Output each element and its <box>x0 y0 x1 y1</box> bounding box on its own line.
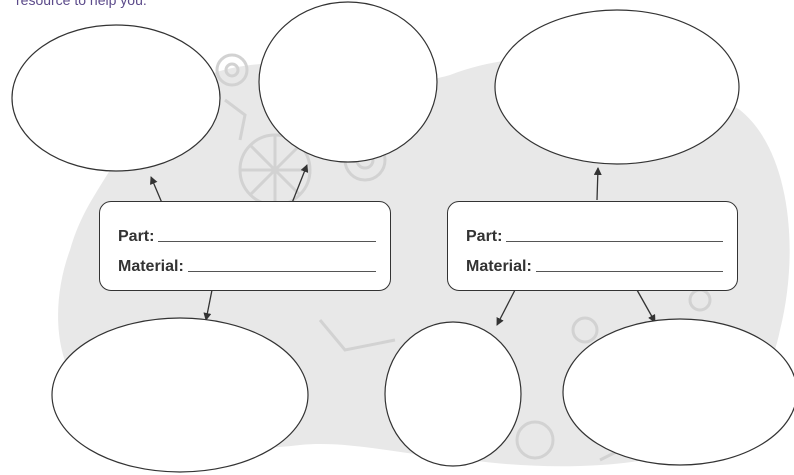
arrow-card2-to-bottom-middle <box>496 289 516 326</box>
instruction-text: resource to help you. <box>16 0 147 8</box>
answer-bubble-top-right[interactable] <box>494 9 740 165</box>
part-label: Part: <box>466 228 503 245</box>
part-card-left: Part: Material: <box>99 201 391 291</box>
answer-bubble-bottom-right[interactable] <box>562 318 794 466</box>
arrow-card2-to-bottom-right <box>636 289 656 323</box>
material-answer-line[interactable] <box>187 271 376 272</box>
part-row: Part: <box>466 216 723 246</box>
material-answer-line[interactable] <box>535 271 723 272</box>
arrow-card1-to-top-left <box>150 176 163 204</box>
material-label: Material: <box>118 258 184 275</box>
material-label: Material: <box>466 258 532 275</box>
material-row: Material: <box>118 246 376 276</box>
answer-bubble-bottom-left[interactable] <box>51 317 309 473</box>
material-row: Material: <box>466 246 723 276</box>
arrow-card1-to-bottom-left <box>203 289 213 321</box>
answer-bubble-top-left[interactable] <box>11 24 221 172</box>
part-card-right: Part: Material: <box>447 201 738 291</box>
answer-bubble-top-middle[interactable] <box>258 1 438 163</box>
part-label: Part: <box>118 228 155 245</box>
part-answer-line[interactable] <box>506 241 723 242</box>
arrow-card2-to-top-right <box>593 167 602 201</box>
part-answer-line[interactable] <box>158 241 376 242</box>
arrow-card1-to-top-middle <box>291 164 309 204</box>
answer-bubble-bottom-middle[interactable] <box>384 321 522 467</box>
part-row: Part: <box>118 216 376 246</box>
